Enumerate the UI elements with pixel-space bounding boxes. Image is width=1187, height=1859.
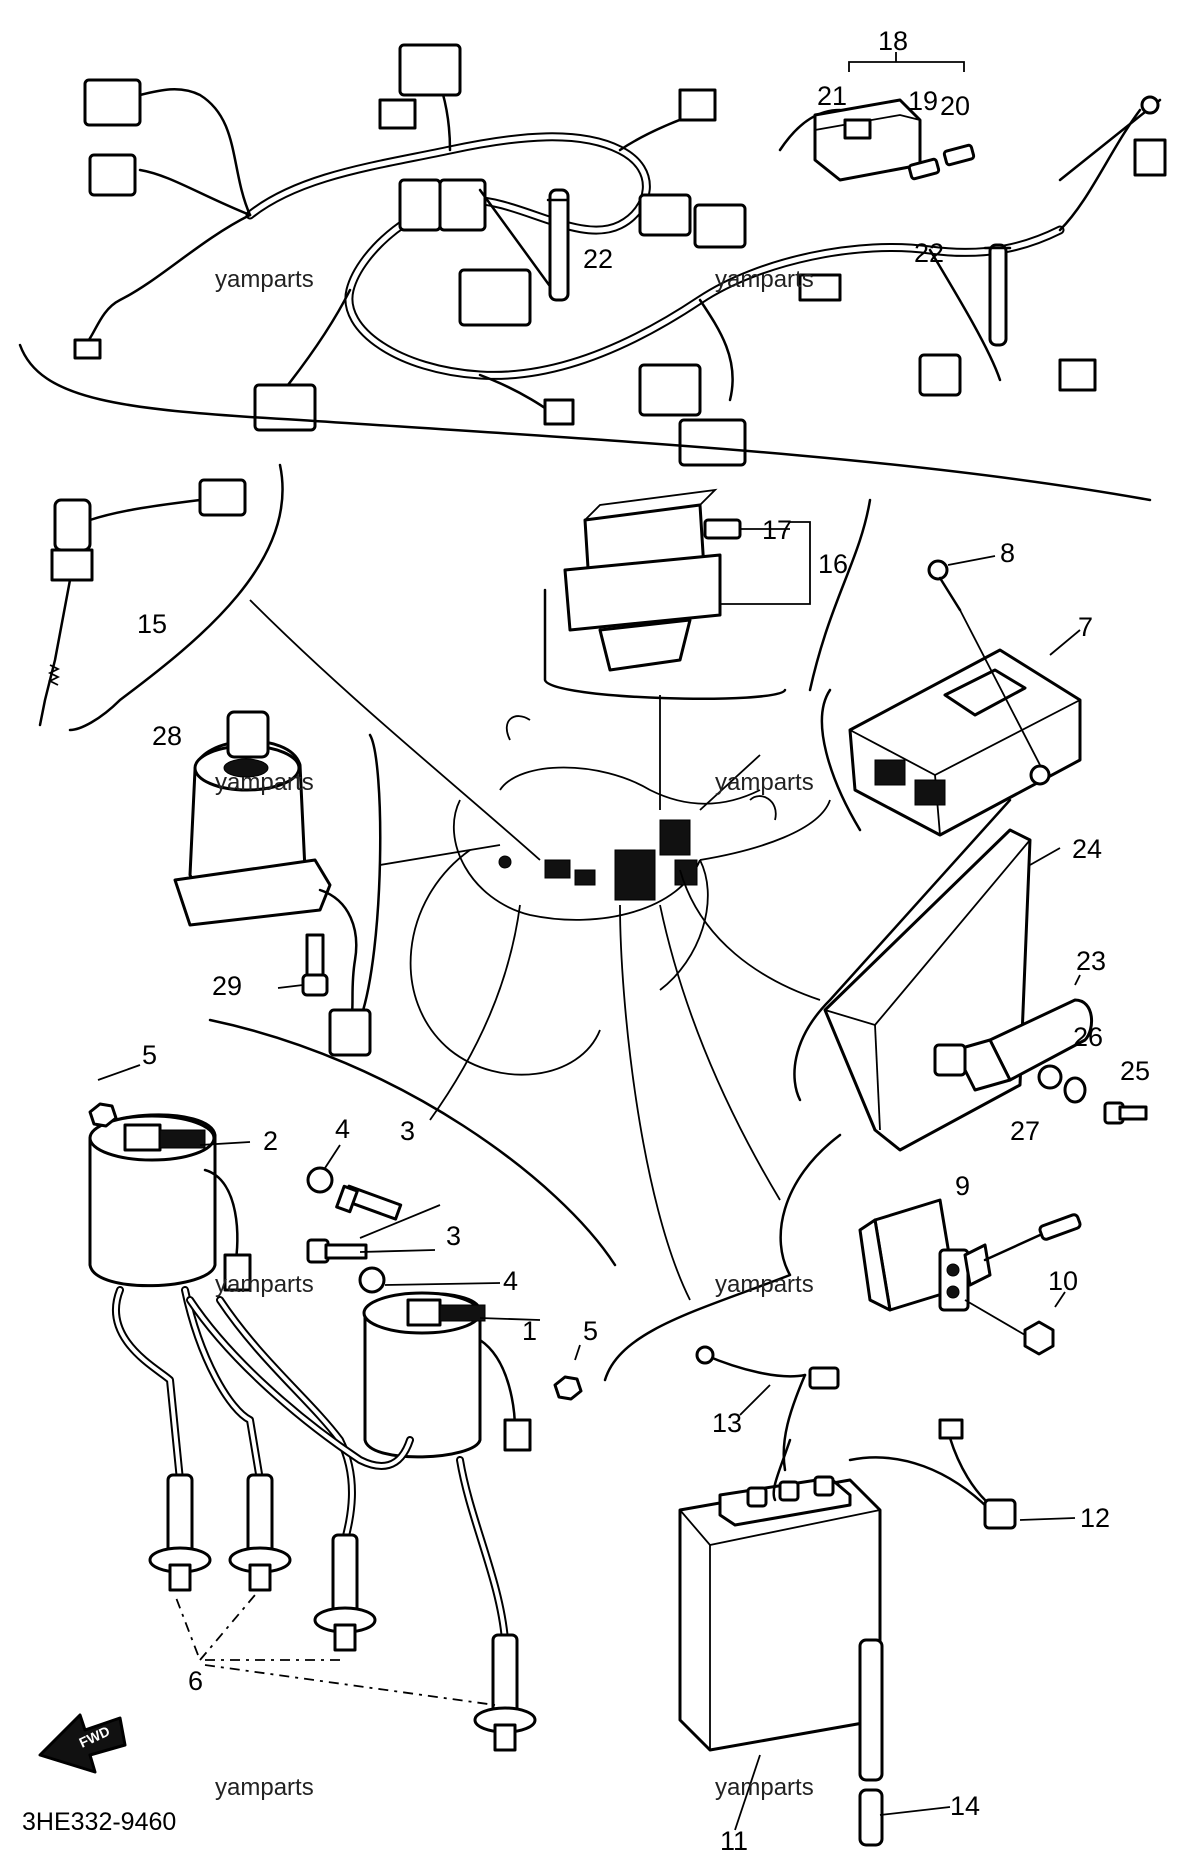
ignition-coil-left-icon: [88, 1113, 252, 1292]
leader-line: [249, 599, 541, 861]
callout-15: 15: [137, 609, 167, 639]
fuse-icon: [907, 157, 941, 181]
nut-icon: [88, 1102, 583, 1401]
screw-icon: [927, 559, 962, 612]
main-switch-icon: [173, 710, 372, 1057]
watermark-text: yamparts: [215, 1271, 314, 1298]
washer-icon: [306, 1166, 386, 1294]
callout-21: 21: [817, 81, 847, 111]
callout-18: 18: [878, 26, 908, 56]
callout-8: 8: [1000, 538, 1015, 568]
callout-16: 16: [818, 549, 848, 579]
callout-6: 6: [188, 1666, 203, 1696]
watermark-text: yamparts: [215, 769, 314, 796]
callout-labels: 1 2 3 3 4 4 5 5 6 7 8 9 10 11 12 13 14 1…: [137, 26, 1150, 1856]
spark-plug-cap-icon: [148, 1473, 537, 1752]
section-divider: [820, 688, 862, 832]
callout-26: 26: [1073, 1022, 1103, 1052]
callout-5b: 5: [583, 1316, 598, 1346]
leader-line: [699, 754, 761, 811]
callout-24: 24: [1072, 834, 1102, 864]
section-divider: [208, 1018, 617, 1267]
watermark-text: yamparts: [715, 266, 814, 293]
callout-3a: 3: [400, 1116, 415, 1146]
relay-assembly-icon: [563, 488, 722, 672]
callout-20: 20: [940, 91, 970, 121]
main-switch-bolt-icon: [301, 933, 329, 997]
callout-22a: 22: [583, 244, 613, 274]
battery-icon: [678, 1475, 882, 1752]
leader-line: [619, 904, 691, 1301]
spare-fuse-icon: [942, 143, 976, 167]
direction-badge-icon: FWD: [38, 1713, 127, 1774]
section-divider: [18, 343, 1152, 502]
callout-1: 1: [522, 1316, 537, 1346]
callout-10: 10: [1048, 1266, 1078, 1296]
ignitor-unit-icon: [848, 648, 1082, 837]
leader-line: [429, 904, 521, 1121]
wire-harness-icon: [73, 43, 1167, 467]
section-divider: [358, 733, 382, 1022]
leader-line: [379, 844, 501, 866]
watermark-text: yamparts: [215, 266, 314, 293]
callout-19: 19: [908, 86, 938, 116]
leader-line: [679, 869, 821, 1001]
rear-brake-switch-icon: [38, 478, 247, 727]
ignition-coil-right-icon: [362, 1291, 532, 1459]
section-divider: [793, 798, 1012, 1102]
callout-5a: 5: [142, 1040, 157, 1070]
callout-29: 29: [212, 971, 242, 1001]
callout-14: 14: [950, 1791, 980, 1821]
watermark-text: yamparts: [715, 1774, 814, 1801]
callout-11: 11: [720, 1826, 748, 1854]
section-divider: [68, 463, 284, 732]
callout-4b: 4: [503, 1266, 518, 1296]
callout-2: 2: [263, 1126, 278, 1156]
relay-nut-icon: [1023, 1320, 1055, 1356]
callout-28: 28: [152, 721, 182, 751]
relay-fuse-icon: [703, 518, 742, 540]
callout-17: 17: [762, 515, 792, 545]
callout-23: 23: [1076, 946, 1106, 976]
callout-4a: 4: [335, 1114, 350, 1144]
leader-line: [659, 904, 781, 1201]
watermarks: yamparts yamparts yamparts yamparts yamp…: [215, 266, 814, 1801]
callout-27: 27: [1010, 1116, 1040, 1146]
callout-22b: 22: [914, 238, 944, 268]
battery-positive-lead-icon: [772, 1418, 1017, 1530]
watermark-text: yamparts: [715, 1271, 814, 1298]
cable-tie-icon: [546, 198, 1012, 250]
regulator-bolt-icon: [1103, 1101, 1148, 1125]
breather-pipe-icon: [858, 1638, 884, 1847]
drawing-code: 3HE332-9460: [22, 1808, 176, 1836]
watermark-text: yamparts: [715, 769, 814, 796]
callout-12: 12: [1080, 1503, 1110, 1533]
callout-25: 25: [1120, 1056, 1150, 1086]
callout-9: 9: [955, 1171, 970, 1201]
starter-relay-icon: [858, 1198, 992, 1312]
rectifier-regulator-icon: [933, 998, 1094, 1092]
motorcycle-outline-icon: [409, 715, 831, 1076]
mounting-plate-icon: [823, 828, 1032, 1152]
section-divider: [603, 1133, 842, 1382]
coil-bolt-icon: [306, 1184, 403, 1264]
callout-13: 13: [712, 1408, 742, 1438]
callout-7: 7: [1078, 612, 1093, 642]
section-divider: [543, 588, 787, 700]
watermark-text: yamparts: [215, 1774, 314, 1801]
fuse-box-icon: [813, 98, 922, 182]
spring-washer-icon: [1063, 1076, 1087, 1104]
plain-washer-icon: [1037, 1064, 1063, 1090]
callout-3b: 3: [446, 1221, 461, 1251]
